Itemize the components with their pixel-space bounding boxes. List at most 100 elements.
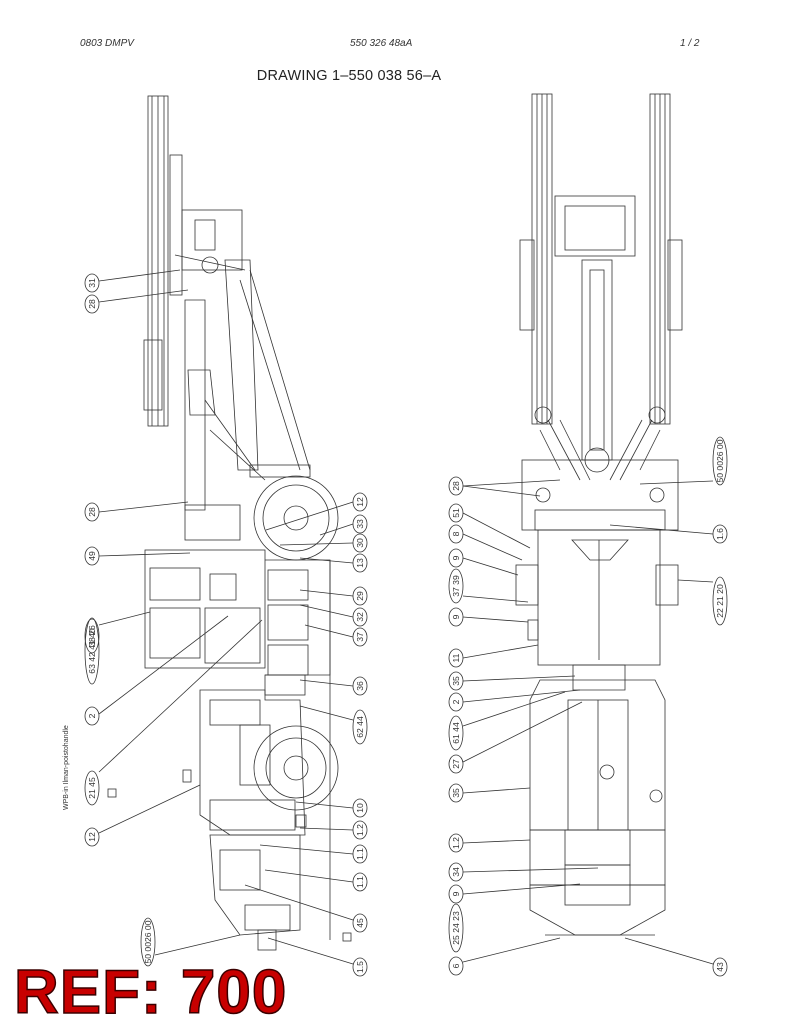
callout-top-2: 2 bbox=[448, 689, 581, 712]
callout-top-9a: 9 bbox=[448, 548, 519, 576]
svg-text:43: 43 bbox=[715, 962, 725, 972]
svg-text:38 26: 38 26 bbox=[87, 625, 97, 647]
svg-text:61 44: 61 44 bbox=[451, 722, 461, 744]
svg-text:1.6: 1.6 bbox=[715, 528, 725, 540]
callout-top-37-39: 37 39 bbox=[448, 568, 529, 604]
callout-10: 10 bbox=[295, 798, 368, 818]
callout-top-27: 27 bbox=[448, 701, 583, 774]
callout-38-26: 38 26 bbox=[84, 618, 100, 654]
callout-62-44: 62 44 bbox=[299, 705, 368, 745]
svg-text:22 21 20: 22 21 20 bbox=[715, 584, 725, 618]
callout-13: 13 bbox=[299, 553, 368, 573]
engine-compartment bbox=[209, 834, 301, 936]
svg-text:13: 13 bbox=[355, 558, 365, 568]
svg-text:35: 35 bbox=[451, 788, 461, 798]
callout-top-43: 43 bbox=[624, 937, 728, 977]
callout-28a: 28 bbox=[84, 289, 189, 314]
svg-text:28: 28 bbox=[87, 299, 97, 309]
callout-1-1a: 1.1 bbox=[259, 844, 368, 864]
callout-top-6: 6 bbox=[448, 937, 561, 976]
side-view bbox=[107, 95, 352, 951]
callout-top-25-24-23: 25 24 23 bbox=[448, 903, 464, 953]
callout-top-61-44: 61 44 bbox=[448, 691, 566, 751]
callout-30: 30 bbox=[279, 533, 368, 553]
callout-top-34: 34 bbox=[448, 862, 599, 882]
top-view-callouts: 28 51 8 9 37 39 9 11 35 2 61 44 27 35 1.… bbox=[448, 436, 728, 977]
svg-text:1.1: 1.1 bbox=[355, 848, 365, 860]
callout-top-22-21-20: 22 21 20 bbox=[677, 576, 728, 626]
boom-arm bbox=[184, 299, 206, 511]
svg-text:45: 45 bbox=[355, 918, 365, 928]
header-left: 0803 DMPV bbox=[80, 38, 134, 49]
callout-1-2: 1.2 bbox=[299, 820, 368, 840]
svg-text:28: 28 bbox=[451, 481, 461, 491]
callout-top-51: 51 bbox=[448, 503, 531, 549]
callout-45: 45 bbox=[244, 884, 368, 933]
svg-text:31: 31 bbox=[87, 278, 97, 288]
center-boom bbox=[581, 259, 613, 461]
svg-text:6: 6 bbox=[451, 963, 461, 968]
callout-top-28: 28 bbox=[448, 476, 561, 497]
callout-top-8: 8 bbox=[448, 524, 523, 561]
svg-text:51: 51 bbox=[451, 508, 461, 518]
svg-text:37: 37 bbox=[355, 632, 365, 642]
svg-text:9: 9 bbox=[451, 614, 461, 619]
svg-text:50 0026 00: 50 0026 00 bbox=[143, 920, 153, 963]
callout-top-9c: 9 bbox=[448, 883, 581, 904]
callout-1-5: 1.5 bbox=[267, 937, 368, 977]
callout-50-0026-00-side: 50 0026 00 bbox=[140, 917, 241, 967]
svg-text:12: 12 bbox=[87, 832, 97, 842]
canopy bbox=[554, 195, 636, 257]
svg-text:49: 49 bbox=[87, 551, 97, 561]
ref-label: REF: 700 bbox=[13, 958, 288, 1027]
cabin bbox=[144, 549, 266, 669]
rear-bumper bbox=[529, 884, 666, 936]
front-wheel bbox=[253, 475, 339, 561]
svg-text:1.1: 1.1 bbox=[355, 876, 365, 888]
callout-31: 31 bbox=[84, 269, 181, 293]
svg-text:50 0026 00: 50 0026 00 bbox=[715, 439, 725, 482]
svg-text:2: 2 bbox=[87, 713, 97, 718]
svg-text:25 24 23: 25 24 23 bbox=[451, 911, 461, 945]
svg-text:21 45: 21 45 bbox=[87, 777, 97, 799]
top-view bbox=[515, 93, 683, 936]
rear-chassis bbox=[199, 689, 306, 836]
callout-top-35b: 35 bbox=[448, 783, 531, 803]
svg-text:8: 8 bbox=[451, 531, 461, 536]
callout-29: 29 bbox=[299, 586, 368, 606]
svg-text:37 39: 37 39 bbox=[451, 575, 461, 597]
svg-text:35: 35 bbox=[451, 676, 461, 686]
rock-drill bbox=[143, 339, 163, 411]
callout-1-1b: 1.1 bbox=[264, 869, 368, 892]
svg-text:63 42 41 40: 63 42 41 40 bbox=[87, 628, 97, 674]
callout-33: 33 bbox=[319, 514, 368, 536]
callout-32: 32 bbox=[299, 604, 368, 627]
rear-body bbox=[529, 679, 666, 831]
callout-28b: 28 bbox=[84, 501, 189, 522]
svg-text:2: 2 bbox=[451, 699, 461, 704]
callout-36: 36 bbox=[299, 676, 368, 696]
svg-text:29: 29 bbox=[355, 591, 365, 601]
callout-top-11: 11 bbox=[448, 644, 539, 668]
callout-12a: 12 bbox=[84, 784, 201, 847]
svg-text:30: 30 bbox=[355, 538, 365, 548]
svg-text:9: 9 bbox=[451, 891, 461, 896]
front-frame bbox=[521, 459, 679, 531]
svg-text:27: 27 bbox=[451, 759, 461, 769]
callout-top-1-6: 1.6 bbox=[609, 524, 728, 544]
callout-top-50-0026-00: 50 0026 00 bbox=[639, 436, 728, 486]
svg-text:62 44: 62 44 bbox=[355, 716, 365, 738]
svg-text:12: 12 bbox=[355, 497, 365, 507]
svg-text:11: 11 bbox=[451, 653, 461, 662]
callout-21-45: 21 45 bbox=[84, 619, 263, 806]
header-page: 1 / 2 bbox=[680, 38, 700, 49]
callout-top-9b: 9 bbox=[448, 607, 529, 627]
callout-2: 2 bbox=[84, 615, 229, 726]
callout-63-42-41-40: 63 42 41 40 bbox=[84, 611, 151, 685]
svg-text:1.5: 1.5 bbox=[355, 961, 365, 973]
drawing-title: DRAWING 1–550 038 56–A bbox=[0, 68, 794, 84]
svg-text:34: 34 bbox=[451, 867, 461, 877]
svg-text:9: 9 bbox=[451, 555, 461, 560]
svg-text:36: 36 bbox=[355, 681, 365, 691]
